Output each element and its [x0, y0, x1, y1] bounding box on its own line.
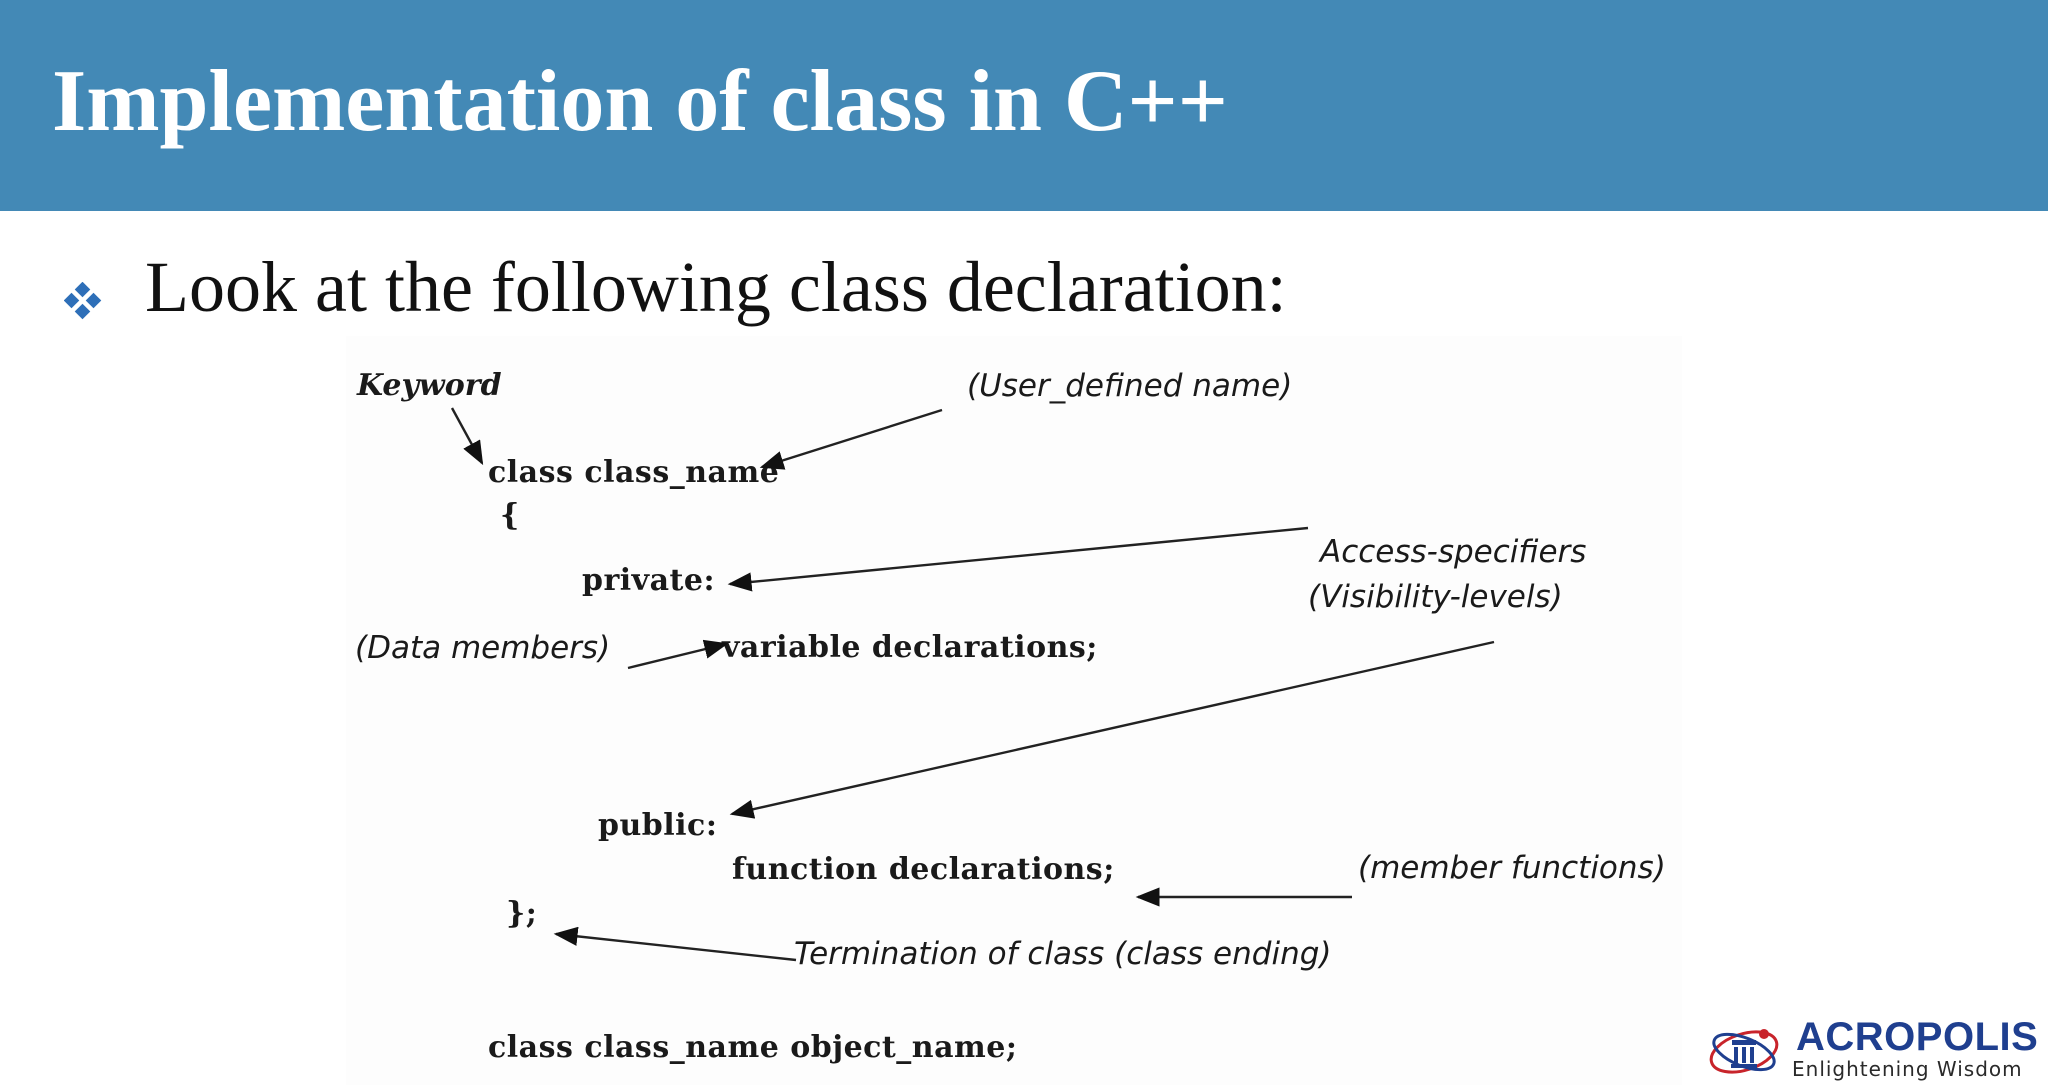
termination-label: Termination of class (class ending) — [794, 936, 1332, 972]
private-specifier: private: — [582, 563, 716, 598]
acropolis-emblem-icon — [1709, 1029, 1779, 1074]
class-declaration-diagram — [346, 336, 1682, 1085]
data-members-arrow — [627, 639, 729, 670]
termination-arrow — [553, 926, 797, 962]
public-specifier: public: — [598, 808, 718, 843]
private-arrow — [727, 526, 1309, 592]
open-brace: { — [500, 498, 520, 533]
variable-declarations: variable declarations; — [722, 630, 1098, 665]
slide-title: Implementation of class in C++ — [52, 53, 1228, 150]
acropolis-logo: ACROPOLIS Enlightening Wisdom — [1706, 1015, 2039, 1084]
object-declaration-line: class class_name object_name; — [488, 1030, 1018, 1065]
member-functions-label: (member functions) — [1358, 850, 1666, 886]
user-defined-arrow — [759, 408, 943, 470]
keyword-arrow — [450, 407, 484, 466]
user-defined-name-label: (User_defined name) — [967, 368, 1293, 404]
logo-name: ACROPOLIS — [1796, 1015, 2039, 1059]
access-specifiers-label: Access-specifiers — [1320, 534, 1587, 570]
function-declarations: function declarations; — [732, 852, 1115, 887]
bullet-text: Look at the following class declaration: — [145, 247, 1287, 327]
close-brace: }; — [506, 896, 538, 931]
data-members-label: (Data members) — [355, 630, 611, 666]
title-bar: Implementation of class in C++ — [0, 0, 2048, 211]
logo-tagline: Enlightening Wisdom — [1792, 1057, 2023, 1081]
diamond-bullet-icon — [64, 282, 102, 320]
public-arrow — [729, 640, 1495, 819]
visibility-levels-label: (Visibility-levels) — [1308, 579, 1563, 615]
keyword-label: Keyword — [357, 368, 502, 403]
class-name-line: class class_name — [488, 455, 780, 490]
